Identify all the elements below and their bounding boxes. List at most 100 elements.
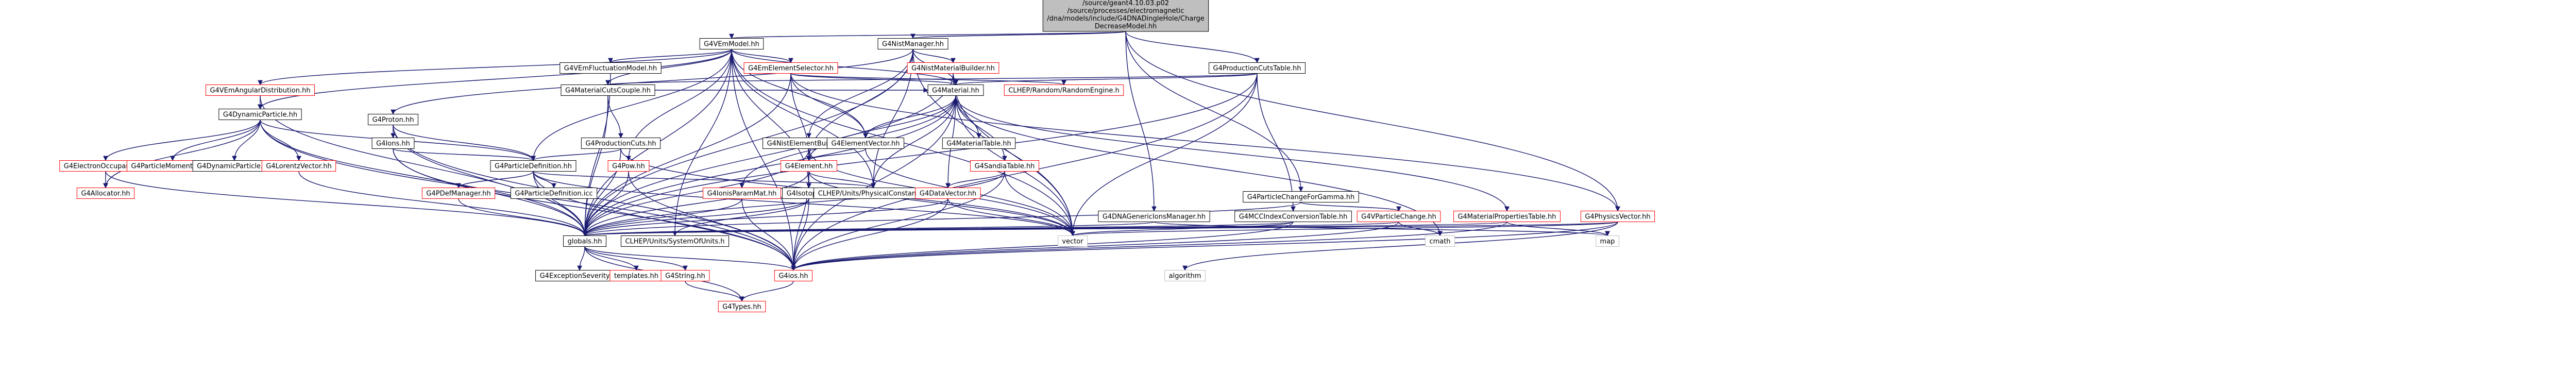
edge	[582, 201, 1301, 236]
node-allocator[interactable]: G4Allocator.hh	[76, 188, 135, 199]
edge-sandia-to-vector	[1004, 171, 1075, 236]
node-matcutscouple[interactable]: G4MaterialCutsCouple.hh	[561, 84, 655, 96]
node-label: G4String.hh	[665, 273, 705, 280]
node-label: G4DynamicParticle.hh	[223, 111, 297, 119]
node-box	[560, 62, 662, 74]
edge-material-to-matproptable	[955, 95, 1510, 212]
node-systemofunits[interactable]: CLHEP/Units/SystemOfUnits.h	[620, 235, 730, 247]
node-vemmodel[interactable]: G4VEmModel.hh	[699, 38, 764, 49]
edge-element-to-globals	[582, 171, 809, 236]
node-vemangular[interactable]: G4VEmAngularDistribution.hh	[205, 84, 315, 96]
node-ions[interactable]: G4Ions.hh	[371, 138, 415, 149]
node-algorithm[interactable]: algorithm	[1164, 270, 1206, 281]
node-prodcutstable[interactable]: G4ProductionCutsTable.hh	[1209, 62, 1306, 74]
node-label: G4VEmModel.hh	[704, 41, 759, 48]
node-lorentzvector[interactable]: G4LorentzVector.hh	[261, 160, 336, 172]
node-ioniparam[interactable]: G4IonisParamMat.hh	[703, 188, 781, 199]
edge-vemmodel-to-vemangular	[258, 48, 732, 86]
node-g4ios[interactable]: G4ios.hh	[774, 270, 813, 281]
edge-partdef-to-ddefmanager	[456, 171, 534, 189]
node-vparticlechange[interactable]: G4VParticleChange.hh	[1357, 211, 1441, 222]
edge	[1125, 31, 1157, 212]
node-exceptionseverity[interactable]: G4ExceptionSeverity.hh	[535, 270, 624, 281]
node-nistmatbuilder[interactable]: G4NistMaterialBuilder.hh	[907, 62, 999, 74]
edge-sandia-to-globals	[582, 171, 1005, 236]
edge	[1182, 222, 1618, 271]
edge	[582, 73, 954, 236]
node-box	[915, 188, 981, 199]
node-proton[interactable]: G4Proton.hh	[368, 114, 418, 125]
edge	[791, 222, 1294, 271]
node-pow[interactable]: G4Pow.hh	[607, 160, 650, 172]
edge	[260, 120, 587, 236]
edge-physvector-to-g4ios	[791, 221, 1618, 271]
edge-dynparticle-to-allocator	[103, 120, 261, 189]
node-box	[1004, 84, 1124, 96]
node-box	[510, 188, 598, 199]
node-g4string[interactable]: G4String.hh	[660, 270, 710, 281]
node-box	[826, 138, 905, 149]
node-box	[368, 114, 418, 125]
node-emselector[interactable]: G4EmElementSelector.hh	[743, 62, 838, 74]
node-sandia[interactable]: G4SandiaTable.hh	[970, 160, 1039, 172]
node-dynparticleicc[interactable]: G4DynamicParticle.icc	[192, 160, 277, 172]
node-datavector[interactable]: G4DataVector.hh	[915, 188, 981, 199]
node-box	[581, 138, 661, 149]
edge	[806, 95, 956, 161]
edge	[582, 73, 791, 236]
edge	[584, 246, 688, 271]
node-label: globals.hh	[567, 238, 602, 246]
node-pchangegamma[interactable]: G4ParticleChangeForGamma.hh	[1243, 191, 1359, 202]
node-partdef[interactable]: G4ParticleDefinition.hh	[490, 160, 577, 172]
node-box	[877, 38, 948, 49]
node-root[interactable]: /source/geant4.10.03.p02/source/processe…	[1042, 0, 1209, 32]
edge	[955, 95, 1443, 236]
edge-dynparticle-to-dynparticleicc	[232, 120, 261, 161]
edge-prodcutstable-to-g4ios	[791, 73, 1258, 271]
node-emfluct[interactable]: G4VEmFluctuationModel.hh	[560, 62, 662, 74]
node-label: G4VEmAngularDistribution.hh	[210, 87, 310, 95]
node-label: G4NistManager.hh	[882, 41, 944, 48]
node-element[interactable]: G4Element.hh	[781, 160, 837, 172]
node-partdeficc[interactable]: G4ParticleDefinition.icc	[510, 188, 598, 199]
node-physvector[interactable]: G4PhysicsVector.hh	[1580, 211, 1655, 222]
node-label: G4Types.hh	[722, 303, 761, 311]
node-box	[218, 109, 302, 120]
edge-pchangegamma-to-vparticlechange	[1300, 201, 1401, 212]
node-g4types[interactable]: G4Types.hh	[718, 301, 766, 312]
edge	[945, 171, 1005, 189]
node-prodcuts[interactable]: G4ProductionCuts.hh	[581, 138, 661, 149]
node-vector[interactable]: vector	[1057, 235, 1088, 247]
node-elemvector[interactable]: G4ElementVector.hh	[826, 138, 905, 149]
edge-proton-to-partdef	[393, 125, 536, 161]
node-mcconversion[interactable]: G4MCCIndexConversionTable.hh	[1234, 211, 1352, 222]
node-box	[620, 235, 730, 247]
node-box	[927, 84, 984, 96]
node-dnagenericmanager[interactable]: G4DNAGenericIonsManager.hh	[1098, 211, 1210, 222]
node-map[interactable]: map	[1596, 235, 1619, 247]
node-mattable[interactable]: G4MaterialTable.hh	[942, 138, 1016, 149]
edge	[298, 171, 587, 236]
node-box	[563, 235, 607, 247]
node-box	[1425, 235, 1455, 247]
edge-globals-to-g4ios	[584, 246, 796, 271]
node-nistmanager[interactable]: G4NistManager.hh	[877, 38, 948, 49]
node-templates[interactable]: templates.hh	[609, 270, 663, 281]
edge-matcutscouple-to-globals	[582, 95, 608, 236]
edge-dynparticle-to-partmomentum	[170, 120, 261, 161]
node-cmath[interactable]: cmath	[1425, 235, 1455, 247]
node-material[interactable]: G4Material.hh	[927, 84, 984, 96]
node-physconst[interactable]: CLHEP/Units/PhysicalConstants.h	[814, 188, 933, 199]
node-box	[1042, 0, 1209, 32]
node-clhepengine[interactable]: CLHEP/Random/RandomEngine.h	[1004, 84, 1124, 96]
edge	[791, 221, 1618, 271]
node-label: G4ElementVector.hh	[831, 140, 900, 148]
edge-pchangegamma-to-globals	[582, 201, 1301, 236]
node-ddefmanager[interactable]: G4PDefManager.hh	[421, 188, 496, 199]
edge	[790, 73, 1066, 86]
node-dynparticle[interactable]: G4DynamicParticle.hh	[218, 109, 302, 120]
node-globals[interactable]: globals.hh	[563, 235, 607, 247]
node-matproptable[interactable]: G4MaterialPropertiesTable.hh	[1453, 211, 1561, 222]
edge-vemmodel-to-matcutscouple	[605, 49, 732, 86]
edge-vparticlechange-to-cmath	[1398, 222, 1443, 236]
